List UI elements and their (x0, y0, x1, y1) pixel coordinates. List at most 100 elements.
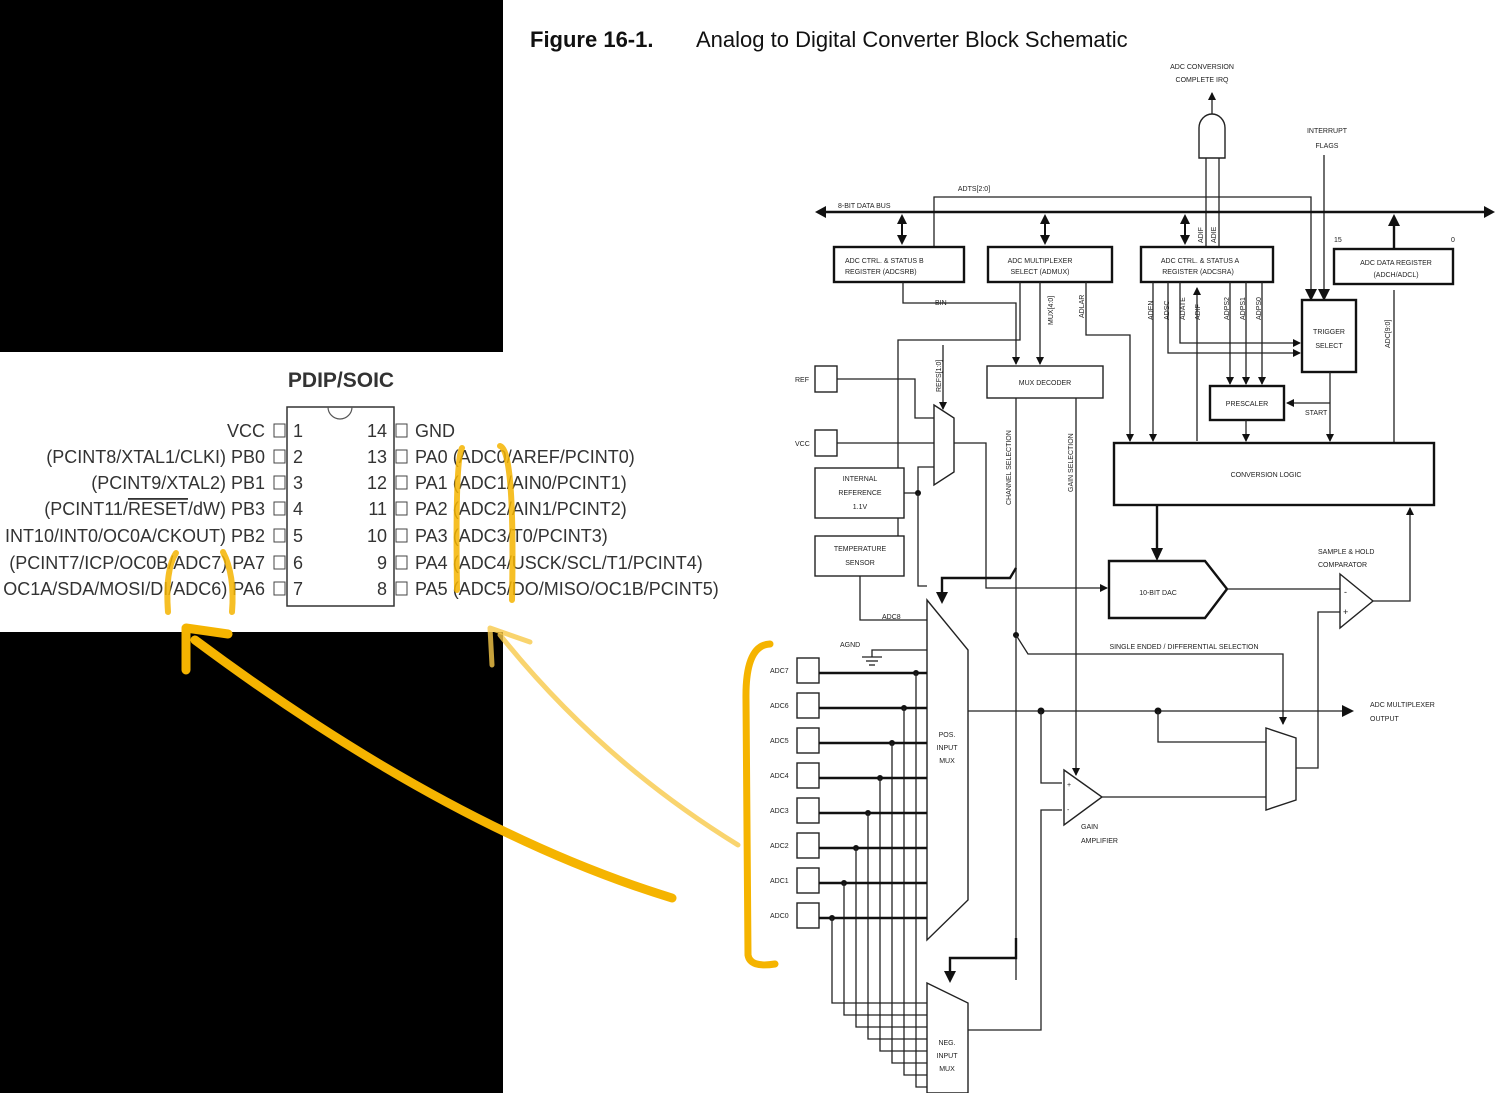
admux-label: ADC MULTIPLEXER (1008, 258, 1073, 265)
pin-label: (PCINT7/ICP/OC0B/ADC7) PA7 (9, 553, 265, 573)
pin-11: 11 PA2 (ADC2/AIN1/PCINT2) (368, 499, 626, 519)
gain-minus: - (1067, 807, 1070, 814)
pin-6: (PCINT7/ICP/OC0B/ADC7) PA7 6 (9, 553, 303, 573)
pin-label: PA1 (ADC1/AIN0/PCINT1) (415, 473, 627, 493)
bracket-left-pa (453, 445, 465, 593)
adlar-label: ADLAR (1079, 295, 1086, 318)
adcsrb-register (832, 245, 966, 284)
comparator-icon (1339, 572, 1375, 630)
dac-block (1107, 559, 1229, 620)
refs-label: REFS[1:0] (936, 360, 943, 392)
package-title: PDIP/SOIC (288, 369, 394, 392)
annotations (164, 443, 779, 969)
neg-input-mux (926, 981, 969, 1093)
neg-mux-label: NEG. (938, 1040, 955, 1047)
chip-notch (327, 406, 353, 420)
adts-label: ADTS[2:0] (958, 186, 990, 193)
pin-number: 7 (293, 579, 303, 599)
adc5-label: ADC5 (770, 738, 789, 745)
adcsra-label-2: REGISTER (ADCSRA) (1162, 269, 1234, 276)
and-gate-icon (1198, 113, 1226, 159)
interrupt-flags-label: INTERRUPT (1307, 128, 1348, 135)
temp-label: TEMPERATURE (834, 546, 887, 553)
conversion-logic-label: CONVERSION LOGIC (1231, 472, 1302, 479)
pin-number: 11 (368, 499, 387, 519)
pin-number: 6 (293, 553, 303, 573)
input-adc7: ADC7 (770, 657, 927, 1088)
pin-number: 1 (293, 421, 303, 441)
pin-number: 10 (367, 526, 387, 546)
adcsrb-label: ADC CTRL. & STATUS B (845, 258, 924, 265)
adc-data-register (1332, 247, 1455, 286)
interrupt-flags-label-2: FLAGS (1316, 143, 1339, 150)
neg-mux-label-3: MUX (939, 1066, 955, 1073)
adps2-label: ADPS2 (1224, 297, 1231, 320)
intref-label-3: 1.1V (853, 504, 868, 511)
adc3-label: ADC3 (770, 808, 789, 815)
adc1-label: ADC1 (770, 878, 789, 885)
adif-label: ADIF (1195, 304, 1202, 320)
pin-label: PA0 (ADC0/AREF/PCINT0) (415, 447, 635, 467)
sh-label: SAMPLE & HOLD (1318, 549, 1374, 556)
pin-label: (PCINT8/XTAL1/CLKI) PB0 (46, 447, 265, 467)
arrow-head-adc67 (181, 623, 233, 675)
input-adc1: ADC1 (770, 867, 927, 1016)
data-bus-label: 8-BIT DATA BUS (838, 203, 891, 210)
pin-label: PA4 (ADC4/USCK/SCL/T1/PCINT4) (415, 553, 703, 573)
adate-label: ADATE (1180, 297, 1187, 320)
figure-title: Analog to Digital Converter Block Schema… (696, 27, 1128, 52)
vcc-label: VCC (795, 441, 810, 448)
vcc-pin (814, 429, 838, 457)
adps0-label: ADPS0 (1256, 297, 1263, 320)
adc8-label: ADC8 (882, 614, 901, 621)
bit-15-label: 15 (1334, 237, 1342, 244)
pin-9: 9 PA4 (ADC4/USCK/SCL/T1/PCINT4) (377, 553, 703, 573)
input-adc2: ADC2 (770, 832, 927, 1028)
pin-label: (PCINT9/XTAL2) PB1 (91, 473, 265, 493)
pos-mux-label-3: MUX (939, 758, 955, 765)
pin-number: 9 (377, 553, 387, 573)
adcsra-register (1139, 245, 1275, 284)
bracket-adc-inputs (742, 640, 779, 969)
trigger-label: TRIGGER (1313, 329, 1345, 336)
sh-label-2: COMPARATOR (1318, 562, 1367, 569)
mux-decoder-block (986, 365, 1104, 399)
dac-label: 10-BIT DAC (1139, 590, 1177, 597)
adc6-label: ADC6 (770, 703, 789, 710)
pos-mux-label-2: INPUT (937, 745, 959, 752)
adc-result-label: ADC[9:0] (1385, 320, 1392, 348)
input-adc6: ADC6 (770, 692, 927, 1076)
adc4-label: ADC4 (770, 773, 789, 780)
pin-label: PA2 (ADC2/AIN1/PCINT2) (415, 499, 627, 519)
pin-label: VCC (227, 421, 265, 441)
gain-label-2: AMPLIFIER (1081, 838, 1118, 845)
intref-label: INTERNAL (843, 476, 878, 483)
start-label: START (1305, 410, 1328, 417)
adie-label: ADIE (1211, 226, 1218, 243)
figure-number: Figure 16-1. (530, 27, 653, 52)
arrow-to-adc67 (190, 635, 677, 903)
agnd-label: AGND (840, 642, 860, 649)
data-register-label: ADC DATA REGISTER (1360, 260, 1432, 267)
arrow-head-pa (487, 625, 533, 668)
aden-label: ADEN (1148, 301, 1155, 320)
adcsrb-label-2: REGISTER (ADCSRB) (845, 269, 917, 276)
aref-pin (814, 365, 838, 393)
adif-top-label: ADIF (1198, 227, 1205, 243)
se-diff-label: SINGLE ENDED / DIFFERENTIAL SELECTION (1109, 644, 1258, 651)
pin-number: 8 (377, 579, 387, 599)
pos-mux-label: POS. (939, 732, 956, 739)
reference-mux (933, 403, 955, 487)
adc-inputs: ADC7 ADC6 ADC5 ADC4 ADC3 ADC2 ADC1 ADC0 (770, 657, 927, 1088)
adc-schematic: ADC CONVERSION COMPLETE IRQ ADIF ADIE IN… (770, 64, 1495, 1093)
